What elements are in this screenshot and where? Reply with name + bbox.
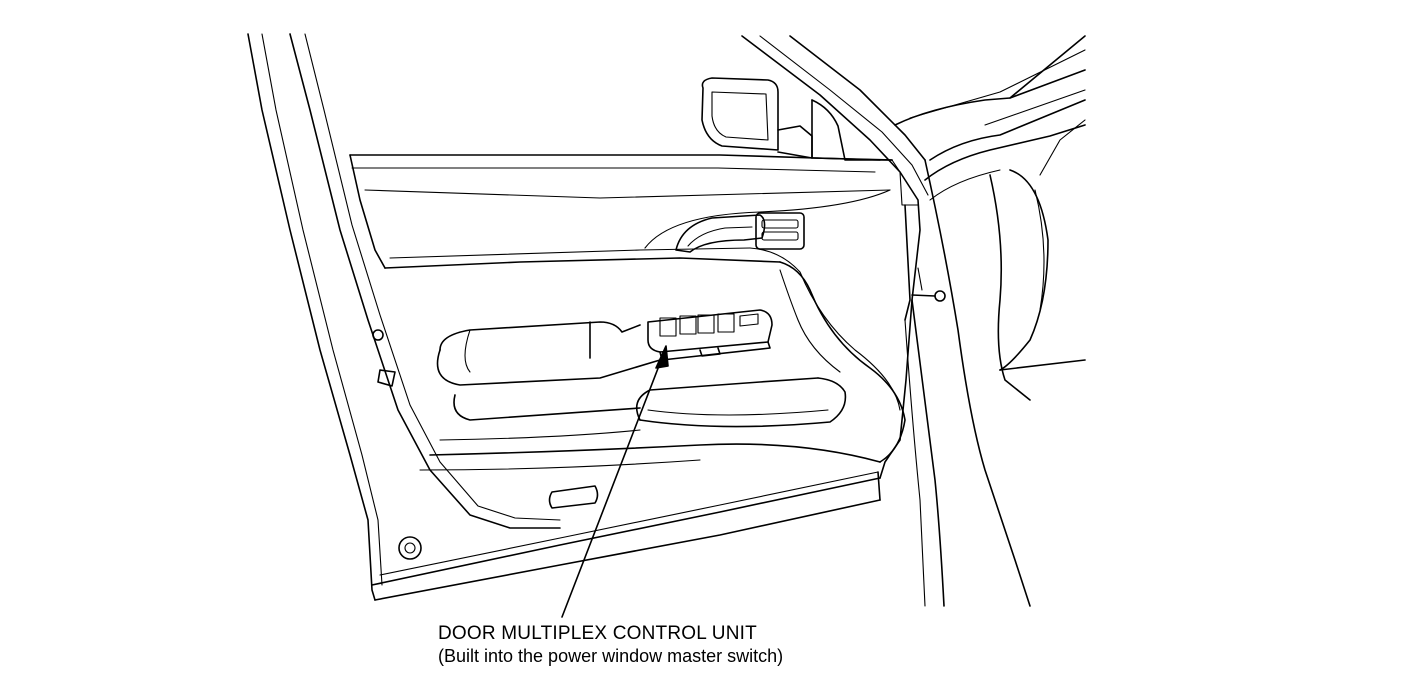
door-trim-panel — [419, 189, 906, 471]
callout-label: DOOR MULTIPLEX CONTROL UNIT (Built into … — [438, 623, 783, 667]
door-sill — [371, 471, 881, 601]
inner-door-handle — [675, 212, 805, 253]
callout-leader — [561, 345, 669, 618]
door-frame — [247, 33, 891, 601]
side-mirror — [701, 77, 813, 159]
door-hinge-edge — [741, 35, 929, 479]
callout-title: DOOR MULTIPLEX CONTROL UNIT — [438, 623, 757, 644]
door-edge-features — [372, 329, 599, 560]
callout-subtitle: (Built into the power window master swit… — [438, 646, 784, 666]
body-opening — [894, 35, 1086, 607]
